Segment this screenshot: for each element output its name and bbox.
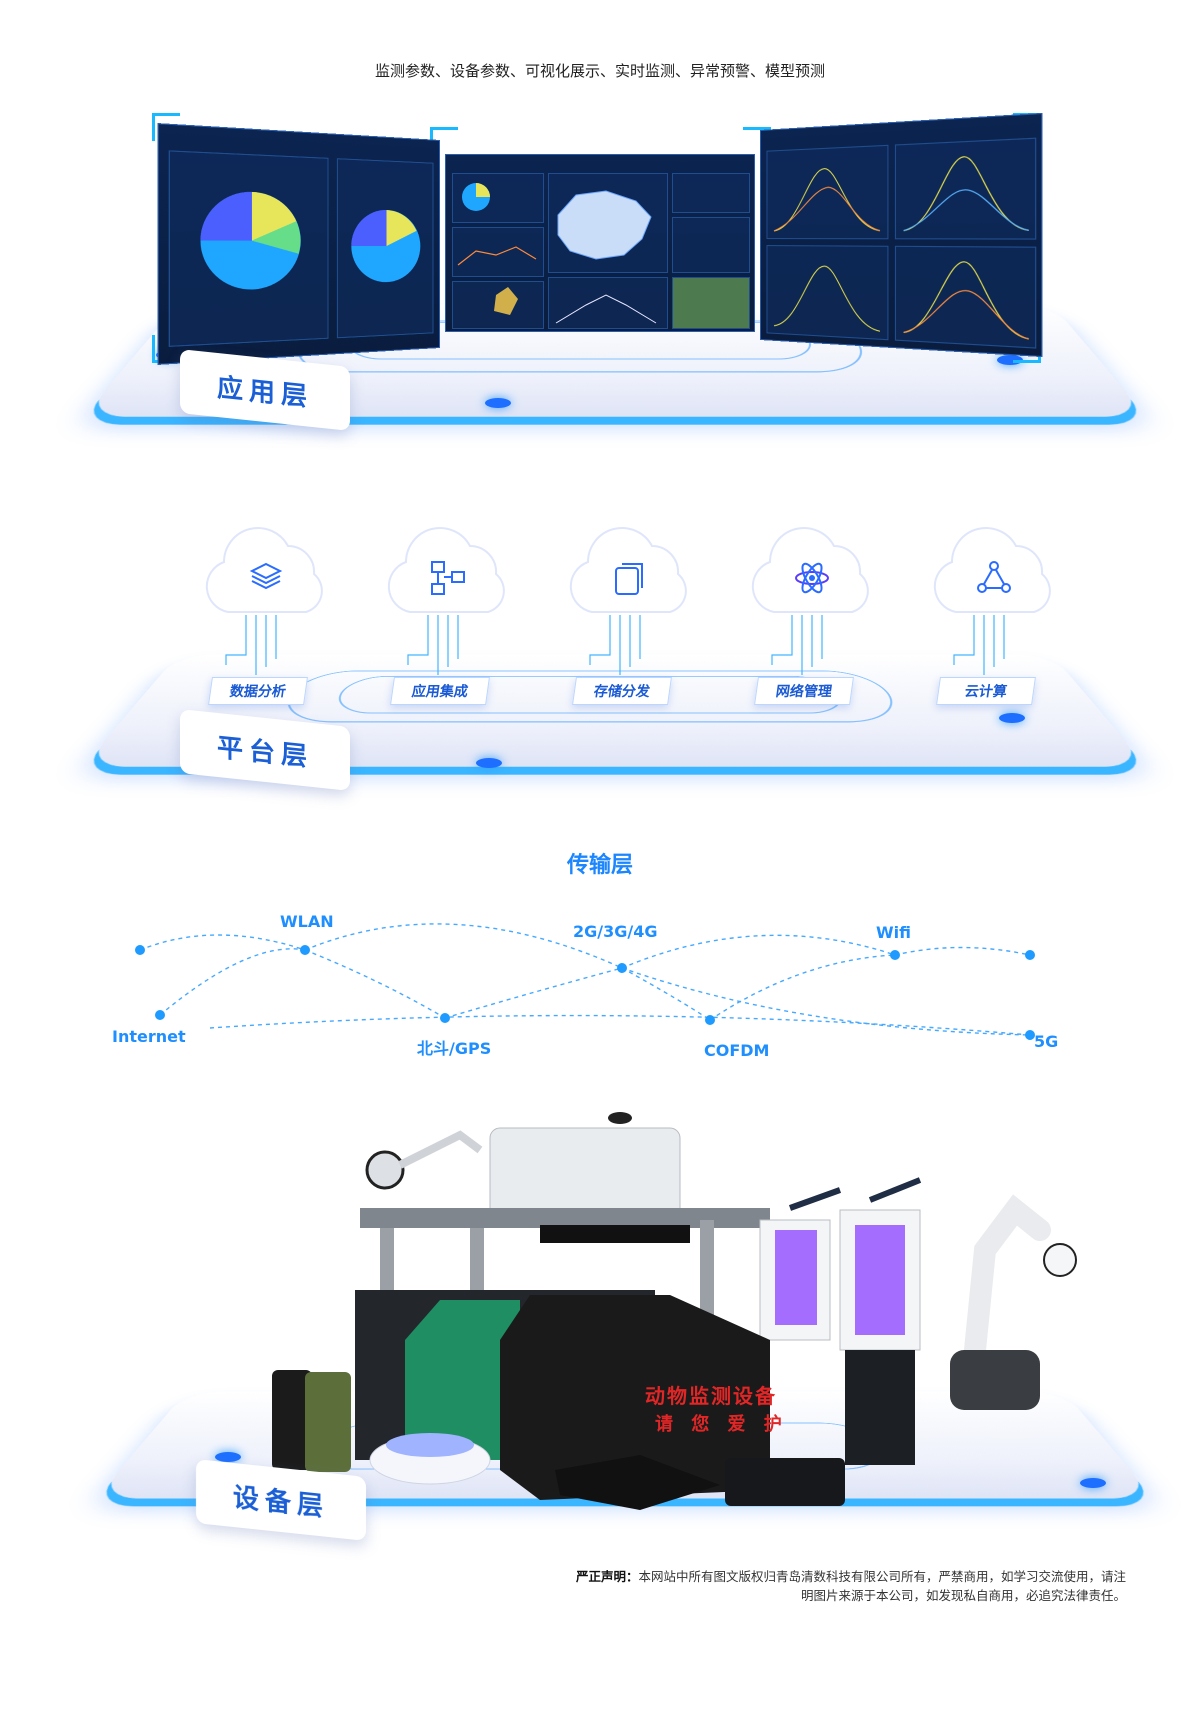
monitoring-equipment-illustration bbox=[0, 1090, 1200, 1510]
top-caption: 监测参数、设备参数、可视化展示、实时监测、异常预警、模型预测 bbox=[0, 60, 1200, 81]
glow-dot bbox=[485, 398, 511, 408]
flowchart-icon bbox=[428, 558, 468, 598]
node-dot bbox=[617, 963, 627, 973]
data-cube-icon bbox=[246, 558, 286, 598]
node-dot bbox=[890, 950, 900, 960]
cloud-data-analysis bbox=[196, 512, 336, 622]
transport-node-cofdm: COFDM bbox=[704, 1041, 769, 1060]
node-dot bbox=[135, 945, 145, 955]
node-dot bbox=[300, 945, 310, 955]
cloud-app-integration bbox=[378, 512, 518, 622]
device-box-text-line1: 动物监测设备 bbox=[645, 1380, 777, 1409]
atom-icon bbox=[792, 558, 832, 598]
platform-item-network: 网络管理 bbox=[754, 677, 854, 705]
node-dot bbox=[1025, 950, 1035, 960]
transport-node-234g: 2G/3G/4G bbox=[573, 922, 657, 941]
transport-node-wifi: Wifi bbox=[876, 923, 911, 942]
node-dot bbox=[705, 1015, 715, 1025]
platform-item-data-analysis: 数据分析 bbox=[208, 677, 308, 705]
cloud-connectors bbox=[0, 615, 1200, 725]
layer-label-transport: 传输层 bbox=[0, 847, 1200, 879]
cloud-network bbox=[742, 512, 882, 622]
node-dot bbox=[440, 1013, 450, 1023]
cloud-storage bbox=[560, 512, 700, 622]
node-dot bbox=[155, 1010, 165, 1020]
network-triangle-icon bbox=[974, 558, 1014, 598]
notice-heading: 严正声明： bbox=[576, 1569, 639, 1584]
cloud-computing bbox=[924, 512, 1064, 622]
notice-text: 本网站中所有图文版权归青岛清数科技有限公司所有，严禁商用，如学习交流使用，请注明… bbox=[638, 1569, 1126, 1603]
copyright-notice: 严正声明：本网站中所有图文版权归青岛清数科技有限公司所有，严禁商用，如学习交流使… bbox=[566, 1567, 1126, 1605]
dashboard-screen-right bbox=[760, 113, 1043, 357]
glow-dot bbox=[476, 758, 502, 768]
transport-node-wlan: WLAN bbox=[280, 912, 334, 931]
platform-item-computing: 云计算 bbox=[936, 677, 1036, 705]
device-box-text-line2: 请 您 爱 护 bbox=[655, 1410, 788, 1436]
dashboard-screen-center bbox=[445, 154, 755, 332]
transport-node-beidou: 北斗/GPS bbox=[417, 1035, 491, 1059]
transport-node-internet: Internet bbox=[112, 1027, 186, 1046]
map-graphic bbox=[446, 155, 755, 332]
pie-chart-graphic bbox=[159, 124, 440, 365]
platform-item-app-integration: 应用集成 bbox=[390, 677, 490, 705]
dashboard-screen-left bbox=[157, 123, 440, 365]
line-chart-graphic bbox=[761, 114, 1043, 357]
transport-node-5g: 5G bbox=[1034, 1032, 1058, 1051]
stacked-pages-icon bbox=[610, 558, 650, 598]
platform-item-storage: 存储分发 bbox=[572, 677, 672, 705]
